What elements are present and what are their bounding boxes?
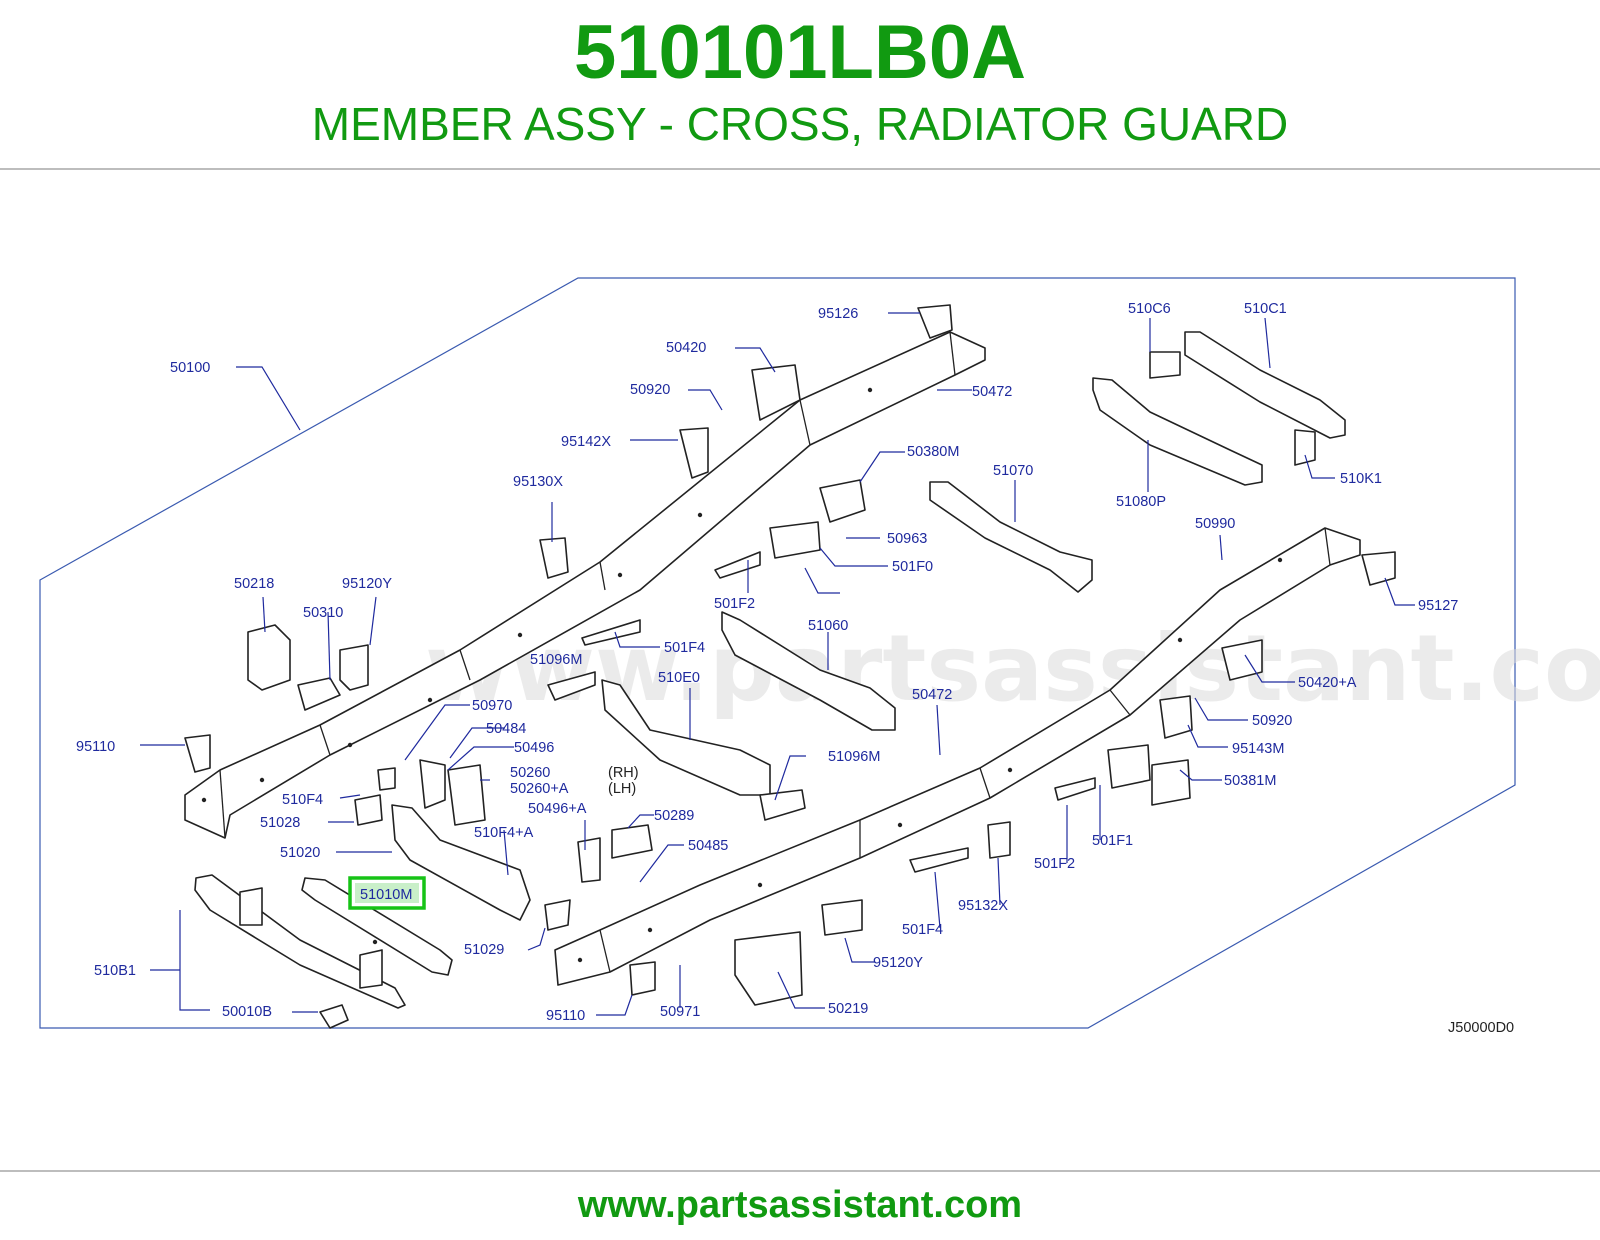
callout-label[interactable]: 95126 bbox=[818, 306, 858, 322]
right-frame-rail bbox=[554, 527, 1361, 986]
footer-url-link[interactable]: www.partsassistant.com bbox=[577, 1184, 1023, 1226]
callout-label[interactable]: 50260+A bbox=[510, 781, 569, 797]
callout-label[interactable]: 95142X bbox=[561, 434, 611, 450]
callout-label[interactable]: 51080P bbox=[1116, 494, 1166, 510]
left-frame-rail bbox=[184, 331, 986, 839]
callout-label[interactable]: 50496+A bbox=[528, 801, 587, 817]
callout-label[interactable]: 95110 bbox=[546, 1008, 585, 1024]
callout-label[interactable]: 95130X bbox=[513, 474, 563, 490]
callout-label[interactable]: 50472 bbox=[912, 687, 952, 703]
part-name: MEMBER ASSY - CROSS, RADIATOR GUARD bbox=[311, 98, 1289, 150]
cross-member-51070 bbox=[929, 481, 1093, 593]
callout-label[interactable]: 501F0 bbox=[892, 559, 933, 575]
callout-label[interactable]: 50496 bbox=[514, 740, 554, 756]
callout-label[interactable]: 501F2 bbox=[1034, 856, 1075, 872]
callout-label[interactable]: 50920 bbox=[630, 382, 670, 398]
callout-label[interactable]: 510E0 bbox=[658, 670, 700, 686]
cross-member-510E0 bbox=[601, 679, 771, 796]
callout-label: (LH) bbox=[608, 781, 636, 797]
callout-label[interactable]: 501F2 bbox=[714, 596, 755, 612]
callout-label[interactable]: 50100 bbox=[170, 360, 210, 376]
callout-label[interactable]: 50971 bbox=[660, 1004, 700, 1020]
front-cross-member bbox=[391, 804, 531, 921]
callout-label[interactable]: 50219 bbox=[828, 1001, 868, 1017]
callout-label[interactable]: 50420 bbox=[666, 340, 706, 356]
cross-member-51080P bbox=[1092, 377, 1263, 486]
callout-label[interactable]: 95110 bbox=[76, 739, 115, 755]
header: 510101LB0A MEMBER ASSY - CROSS, RADIATOR… bbox=[0, 0, 1600, 170]
callout-label[interactable]: 50380M bbox=[907, 444, 959, 460]
callout-label[interactable]: 50920 bbox=[1252, 713, 1292, 729]
brackets bbox=[184, 304, 1396, 1029]
callout-label[interactable]: 51020 bbox=[280, 845, 320, 861]
diagram-code: J50000D0 bbox=[1448, 1020, 1514, 1036]
callout-label: (RH) bbox=[608, 765, 639, 781]
callout-label[interactable]: 50963 bbox=[887, 531, 927, 547]
callout-label[interactable]: 501F4 bbox=[664, 640, 705, 656]
callout-label[interactable]: 50472 bbox=[972, 384, 1012, 400]
callout-label[interactable]: 51070 bbox=[993, 463, 1033, 479]
callout-label[interactable]: 510C6 bbox=[1128, 301, 1171, 317]
callout-label[interactable]: 510K1 bbox=[1340, 471, 1382, 487]
callout-label[interactable]: 501F4 bbox=[902, 922, 943, 938]
callout-label[interactable]: 50381M bbox=[1224, 773, 1276, 789]
diagram-frame bbox=[39, 277, 1516, 1029]
callout-label[interactable]: 51096M bbox=[828, 749, 880, 765]
leader-lines bbox=[140, 312, 1415, 1016]
footer-divider bbox=[0, 1170, 1600, 1172]
callout-label[interactable]: 50289 bbox=[654, 808, 694, 824]
callout-label[interactable]: 51060 bbox=[808, 618, 848, 634]
callout-label[interactable]: 51028 bbox=[260, 815, 300, 831]
callout-label[interactable]: 50260 bbox=[510, 765, 550, 781]
cross-member-510C1 bbox=[1184, 331, 1346, 439]
callout-label[interactable]: 510F4 bbox=[282, 792, 323, 808]
callout-label[interactable]: 510B1 bbox=[94, 963, 136, 979]
callout-label[interactable]: 50990 bbox=[1195, 516, 1235, 532]
callout-label[interactable]: 510C1 bbox=[1244, 301, 1287, 317]
callout-label[interactable]: 50484 bbox=[486, 721, 526, 737]
callout-label[interactable]: 95120Y bbox=[873, 955, 923, 971]
header-divider bbox=[0, 168, 1600, 170]
callout-labels: 50100 95126 50420 50920 50472 95142X 951… bbox=[76, 301, 1458, 1024]
callout-label[interactable]: 95127 bbox=[1418, 598, 1458, 614]
callout-label[interactable]: 50420+A bbox=[1298, 675, 1357, 691]
highlight-fill bbox=[355, 883, 419, 903]
callout-label[interactable]: 50218 bbox=[234, 576, 274, 592]
watermark-text: www.partsassistant.com bbox=[425, 615, 1600, 722]
callout-label[interactable]: 50970 bbox=[472, 698, 512, 714]
callout-label[interactable]: 50485 bbox=[688, 838, 728, 854]
part-number: 510101LB0A bbox=[573, 10, 1027, 95]
callout-label[interactable]: 95120Y bbox=[342, 576, 392, 592]
diagram-canvas: www.partsassistant.com bbox=[39, 277, 1600, 1036]
front-bumper-cross-member bbox=[194, 874, 406, 1009]
callout-label[interactable]: 51096M bbox=[530, 652, 582, 668]
cross-member-51060 bbox=[721, 611, 896, 731]
callout-label[interactable]: 51029 bbox=[464, 942, 504, 958]
callout-label[interactable]: 50010B bbox=[222, 1004, 272, 1020]
exploded-parts-diagram: www.partsassistant.com bbox=[0, 260, 1600, 1080]
highlighted-callout-label[interactable]: 51010M bbox=[360, 887, 412, 903]
callout-label[interactable]: 95132X bbox=[958, 898, 1008, 914]
callout-label[interactable]: 510F4+A bbox=[474, 825, 534, 841]
callout-label[interactable]: 50310 bbox=[303, 605, 343, 621]
callout-label[interactable]: 501F1 bbox=[1092, 833, 1133, 849]
callout-label[interactable]: 95143M bbox=[1232, 741, 1284, 757]
